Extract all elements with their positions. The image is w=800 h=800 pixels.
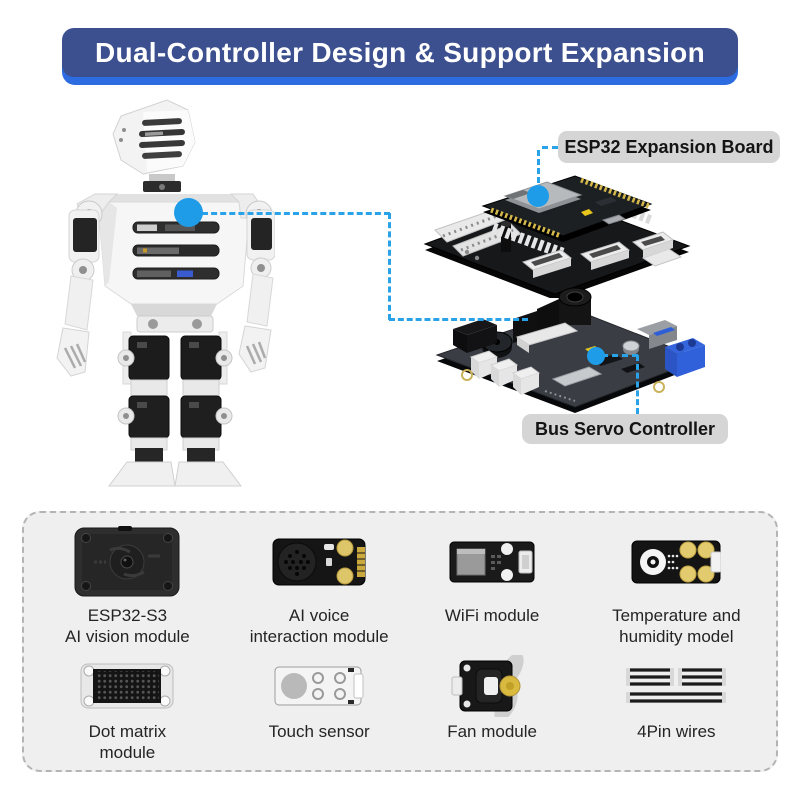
capacitor — [622, 340, 640, 355]
wifi-module-icon — [449, 521, 535, 603]
robot-right-arm — [229, 193, 275, 373]
modules-panel: ESP32-S3 AI vision module — [22, 511, 778, 772]
module-label: ESP32-S3 AI vision module — [65, 606, 190, 646]
temperature-humidity-module-icon — [631, 521, 722, 603]
module-label: Fan module — [447, 722, 537, 741]
module-ai-vision: ESP32-S3 AI vision module — [24, 521, 231, 653]
servo-controller-label: Bus Servo Controller — [522, 414, 728, 444]
callout-dot-bus-servo — [587, 347, 605, 365]
esp32-expansion-board-illustration — [423, 175, 691, 298]
callout-line-bus-h — [602, 354, 638, 357]
module-dot-matrix: Dot matrix module — [24, 653, 231, 765]
usb-port — [601, 214, 627, 225]
module-temperature: Temperature and humidity model — [577, 521, 776, 653]
callout-dot-robot-chest — [174, 198, 203, 227]
callout-line-robot-h — [202, 212, 390, 215]
module-label: Dot matrix module — [88, 722, 167, 762]
modules-grid: ESP32-S3 AI vision module — [24, 521, 776, 769]
module-label: 4Pin wires — [637, 722, 716, 741]
servo-port-connectors — [469, 350, 541, 395]
power-jack — [513, 287, 592, 343]
expansion-socket — [515, 322, 579, 346]
touch-sensor-icon — [274, 653, 364, 719]
module-label: WiFi module — [444, 606, 540, 625]
expansion-board-label: ESP32 Expansion Board — [558, 131, 780, 163]
switch-block — [453, 319, 497, 353]
humanoid-robot-illustration — [56, 99, 275, 487]
dot-matrix-module-icon — [80, 653, 174, 719]
module-4pin-wires: 4Pin wires — [577, 653, 776, 765]
servo-controller-label-text: Bus Servo Controller — [534, 418, 716, 439]
4pin-wires-icon — [624, 653, 728, 719]
yellow-component — [581, 209, 593, 216]
module-touch-sensor: Touch sensor — [231, 653, 408, 765]
power-terminal — [665, 338, 705, 377]
module-wifi: WiFi module — [408, 521, 577, 653]
callout-line-robot-h2 — [389, 318, 528, 321]
robot-legs — [108, 331, 242, 487]
ai-vision-module-icon — [74, 521, 180, 603]
callout-line-robot-v — [388, 213, 391, 320]
module-label: AI voice interaction module — [249, 606, 389, 646]
callout-line-esp32-v — [537, 150, 540, 192]
robot-torso — [98, 194, 250, 333]
usb-a-port — [637, 320, 677, 349]
page-title: Dual-Controller Design & Support Expansi… — [95, 36, 705, 68]
bus-servo-controller-illustration — [435, 287, 705, 413]
module-fan: Fan module — [408, 653, 577, 765]
robot-head — [112, 99, 196, 192]
callout-line-bus-v — [636, 355, 639, 414]
banner-main-layer: Dual-Controller Design & Support Expansi… — [62, 28, 738, 77]
microsd-slot — [551, 366, 603, 387]
callout-line-esp32-h — [542, 146, 558, 149]
robot-left-arm — [56, 193, 119, 377]
module-ai-voice: AI voice interaction module — [231, 521, 408, 653]
fan-module-icon — [450, 653, 534, 719]
callout-dot-esp32 — [527, 185, 549, 207]
ai-voice-module-icon — [272, 521, 366, 603]
servo-port-connectors — [521, 231, 675, 278]
title-banner: Dual-Controller Design & Support Expansi… — [62, 28, 738, 86]
module-label: Temperature and humidity model — [612, 606, 741, 646]
module-label: Touch sensor — [268, 722, 370, 741]
expansion-board-label-text: ESP32 Expansion Board — [564, 136, 774, 157]
